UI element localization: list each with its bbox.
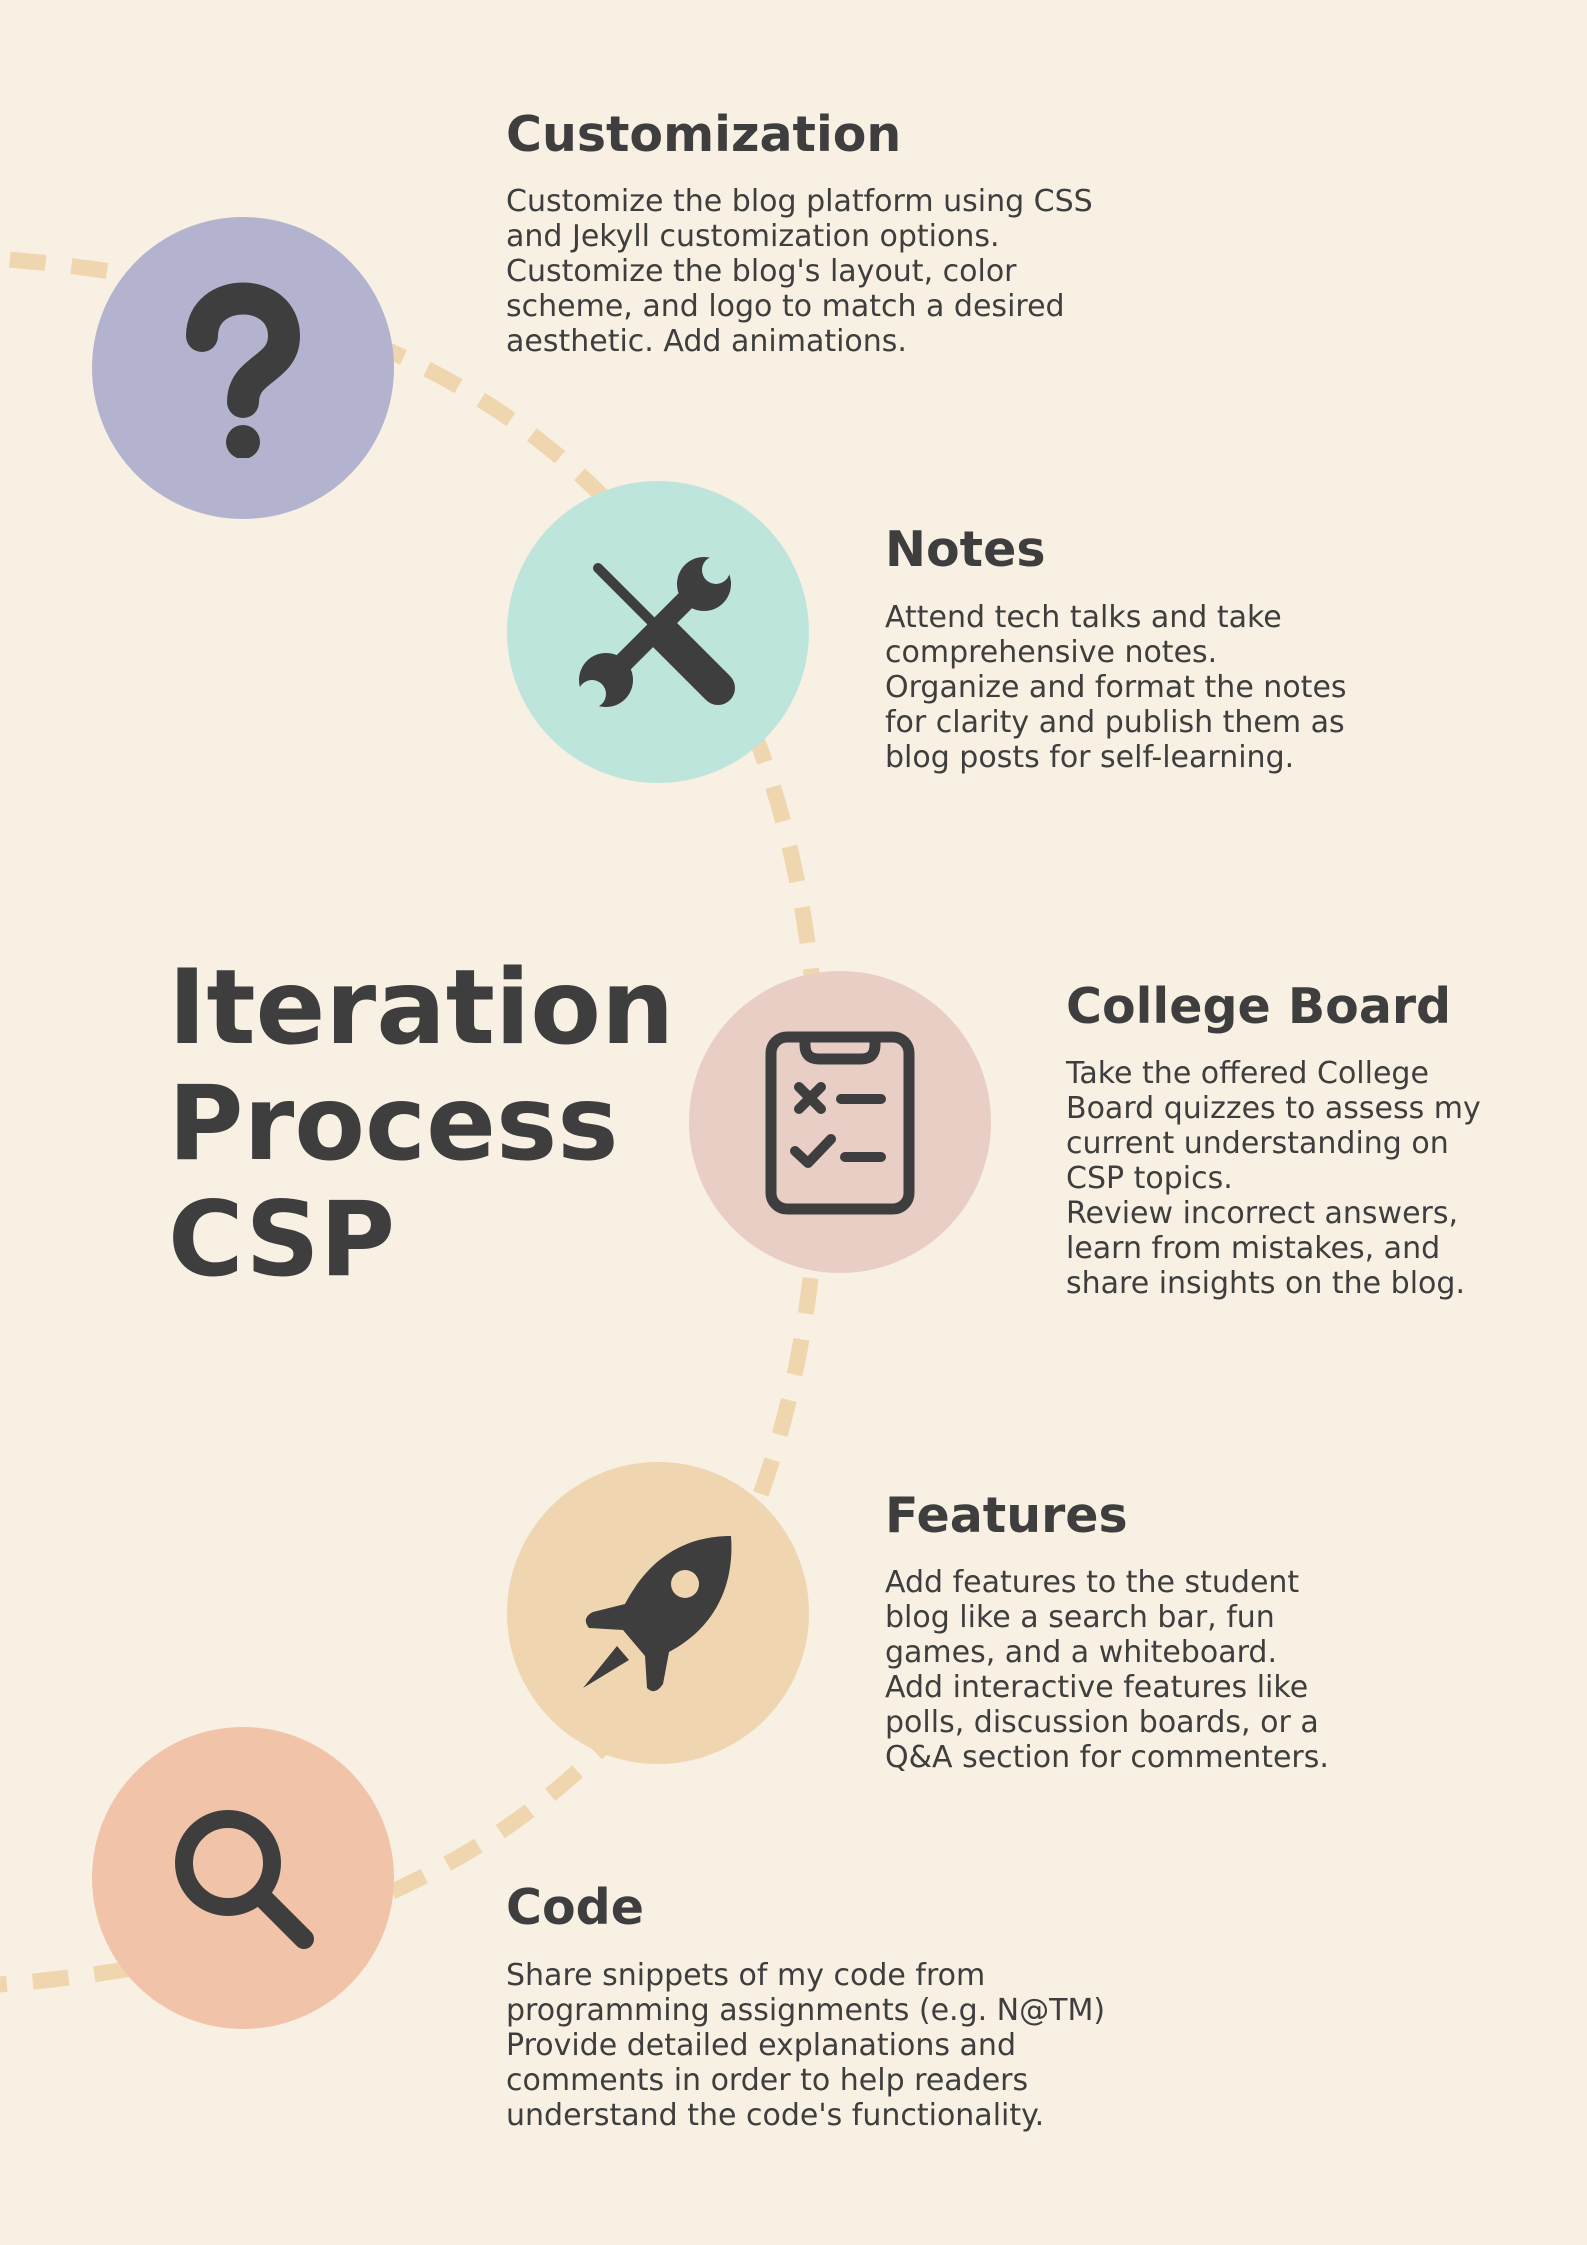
step-node-college-board — [689, 971, 991, 1273]
question-mark-icon — [186, 282, 301, 458]
description-line: Customize the blog platform using CSS — [506, 184, 1093, 219]
description-line: Add interactive features like — [885, 1670, 1309, 1705]
description-line: learn from mistakes, and — [1066, 1231, 1441, 1266]
step-node-code — [92, 1727, 394, 2029]
description-line: and Jekyll customization options. — [506, 219, 1000, 254]
description-line: understand the code's functionality. — [506, 2098, 1045, 2133]
step-title-college-board: College Board — [1066, 978, 1452, 1035]
description-line: share insights on the blog. — [1066, 1266, 1465, 1301]
description-line: Board quizzes to assess my — [1066, 1091, 1481, 1126]
description-line: CSP topics. — [1066, 1161, 1233, 1196]
step-title-notes: Notes — [885, 521, 1046, 578]
description-line: comments in order to help readers — [506, 2063, 1029, 2098]
step-description-college-board: Take the offered College Board quizzes t… — [1066, 1056, 1481, 1301]
step-description-notes: Attend tech talks and take comprehensive… — [885, 600, 1347, 775]
description-line: games, and a whiteboard. — [885, 1635, 1277, 1670]
description-line: polls, discussion boards, or a — [885, 1705, 1319, 1740]
description-line: blog posts for self-learning. — [885, 740, 1295, 775]
description-line: comprehensive notes. — [885, 635, 1218, 670]
tools-icon — [578, 556, 735, 708]
description-line: Review incorrect answers, — [1066, 1196, 1459, 1231]
magnifying-glass-icon — [175, 1810, 314, 1949]
step-node-features — [507, 1462, 809, 1764]
description-line: for clarity and publish them as — [885, 705, 1345, 740]
description-line: blog like a search bar, fun — [885, 1600, 1275, 1635]
description-line: Add features to the student — [885, 1565, 1300, 1600]
page-title: Iteration Process CSP — [168, 950, 674, 1298]
clipboard-checklist-icon — [765, 1031, 915, 1215]
description-line: programming assignments (e.g. N@TM) — [506, 1993, 1106, 2028]
description-line: Provide detailed explanations and — [506, 2028, 1016, 2063]
step-description-code: Share snippets of my code from programmi… — [506, 1958, 1105, 2133]
step-description-customization: Customize the blog platform using CSS an… — [506, 184, 1093, 359]
description-line: scheme, and logo to match a desired — [506, 289, 1065, 324]
step-node-customization — [92, 217, 394, 519]
page-title-line: Process — [168, 1064, 619, 1184]
rocket-icon — [583, 1536, 732, 1692]
description-line: aesthetic. Add animations. — [506, 324, 907, 359]
description-line: Organize and format the notes — [885, 670, 1347, 705]
description-line: Attend tech talks and take — [885, 600, 1282, 635]
description-line: Take the offered College — [1066, 1056, 1429, 1091]
description-line: current understanding on — [1066, 1126, 1449, 1161]
step-title-code: Code — [506, 1879, 644, 1936]
description-line: Q&A section for commenters. — [885, 1740, 1329, 1775]
page-title-line: CSP — [168, 1180, 396, 1300]
description-line: Share snippets of my code from — [506, 1958, 986, 1993]
step-title-customization: Customization — [506, 106, 902, 163]
step-title-features: Features — [885, 1487, 1128, 1544]
step-node-notes — [507, 481, 809, 783]
step-description-features: Add features to the student blog like a … — [885, 1565, 1329, 1775]
page-title-line: Iteration — [168, 948, 675, 1068]
description-line: Customize the blog's layout, color — [506, 254, 1017, 289]
